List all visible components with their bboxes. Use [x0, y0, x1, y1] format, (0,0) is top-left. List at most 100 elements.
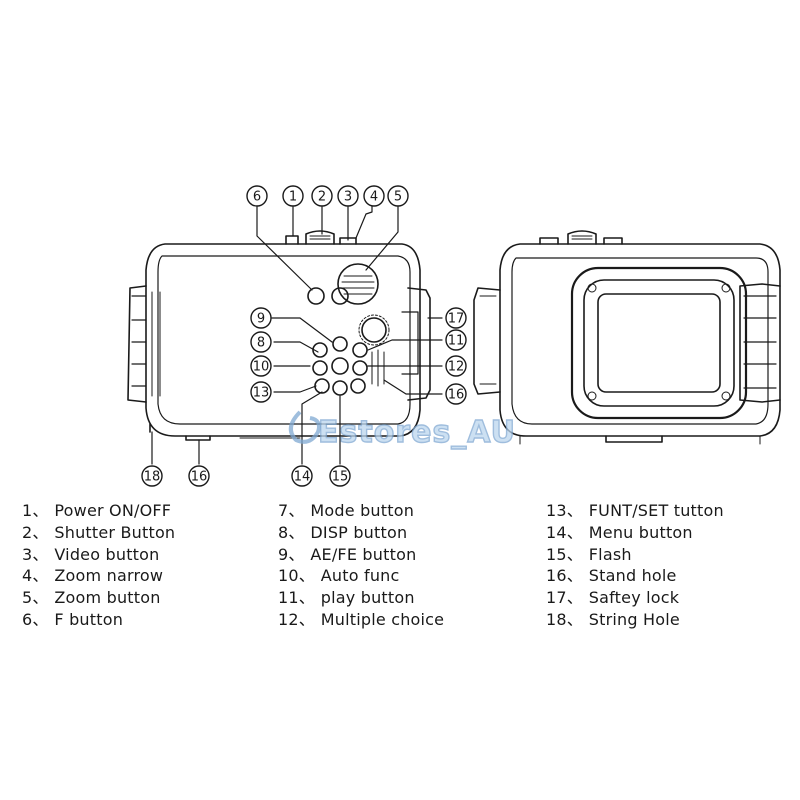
callout-circle	[291, 465, 313, 487]
callout-number: 5	[394, 190, 402, 205]
legend-number: 2	[22, 522, 33, 542]
legend-separator: 、	[32, 501, 49, 520]
legend-label: Auto func	[320, 566, 400, 586]
legend-separator: 、	[32, 522, 49, 542]
callout-circle	[282, 185, 304, 207]
legend-separator: 、	[566, 544, 583, 564]
watermark-swirl-icon	[288, 410, 321, 444]
legend-number: 12	[278, 609, 299, 629]
legend-number: 8	[278, 522, 289, 542]
callout-12: 12	[445, 355, 467, 377]
legend-number: 14	[546, 522, 567, 542]
callout-number: 18	[144, 470, 161, 485]
legend-number: 16	[546, 566, 567, 586]
callout-number: 11	[448, 334, 465, 349]
callout-circle	[337, 185, 359, 207]
housing-back-view	[127, 230, 431, 441]
callout-circle	[250, 355, 272, 377]
legend-separator: 、	[32, 544, 49, 564]
legend-separator: 、	[566, 566, 583, 586]
legend-item-6: 6、F button	[22, 609, 175, 631]
callout-circle	[329, 465, 351, 487]
callout-number: 16	[191, 470, 208, 485]
callout-number: 2	[318, 190, 326, 205]
callout-17: 17	[445, 307, 467, 329]
callout-number: 12	[448, 360, 465, 375]
legend-separator: 、	[288, 522, 305, 542]
legend-separator: 、	[288, 544, 305, 564]
legend-number: 11	[278, 588, 299, 608]
legend-number: 10	[278, 566, 299, 586]
legend-separator: 、	[288, 501, 305, 520]
legend-number: 4	[22, 566, 33, 586]
callout-number: 15	[332, 470, 349, 485]
legend-item-4: 4、Zoom narrow	[22, 565, 175, 587]
callout-number: 8	[257, 336, 265, 351]
legend-label: Video button	[54, 544, 160, 564]
callout-11: 11	[445, 329, 467, 351]
callout-circle	[445, 383, 467, 405]
callout-number: 3	[344, 190, 352, 205]
legend-label: Power ON/OFF	[54, 501, 172, 520]
callout-number: 4	[370, 190, 378, 205]
legend-separator: 、	[32, 609, 49, 629]
callout-9: 9	[250, 307, 272, 329]
legend-item-14: 14、Menu button	[546, 522, 724, 544]
legend-label: Flash	[588, 544, 632, 564]
callout-number: 6	[253, 190, 261, 205]
callout-circle	[246, 185, 268, 207]
legend-label: Multiple choice	[320, 609, 445, 629]
legend-item-9: 9、AE/FE button	[278, 544, 444, 566]
legend-item-18: 18、String Hole	[546, 609, 724, 631]
legend-item-2: 2、Shutter Button	[22, 522, 175, 544]
legend-item-17: 17、Saftey lock	[546, 587, 724, 609]
legend-item-16: 16、Stand hole	[546, 565, 724, 587]
callout-circle	[188, 465, 210, 487]
legend-number: 1	[22, 501, 33, 520]
callout-number: 10	[253, 360, 270, 375]
callout-1: 1	[282, 185, 304, 207]
legend-separator: 、	[298, 609, 315, 629]
callout-15: 15	[329, 465, 351, 487]
callout-16: 16	[445, 383, 467, 405]
callout-8: 8	[250, 331, 272, 353]
legend-number: 9	[278, 544, 289, 564]
callout-circle	[311, 185, 333, 207]
legend-number: 18	[546, 609, 567, 629]
housing-front-view	[473, 230, 781, 445]
legend-item-5: 5、Zoom button	[22, 587, 175, 609]
legend-label: Mode button	[310, 501, 415, 520]
callout-2: 2	[311, 185, 333, 207]
legend-item-10: 10、Auto func	[278, 565, 444, 587]
legend-number: 5	[22, 588, 33, 608]
callout-number: 16	[448, 388, 465, 403]
legend-label: F button	[54, 609, 124, 629]
callout-circle	[387, 185, 409, 207]
legend-separator: 、	[32, 566, 49, 586]
legend-number: 6	[22, 609, 33, 629]
legend-label: Menu button	[588, 522, 693, 542]
callout-circle	[445, 355, 467, 377]
callout-16: 16	[188, 465, 210, 487]
callout-number: 9	[257, 312, 265, 327]
legend-number: 7	[278, 501, 289, 520]
legend-label: DISP button	[310, 522, 408, 542]
callout-4: 4	[363, 185, 385, 207]
legend-label: String Hole	[588, 609, 680, 629]
callout-13: 13	[250, 381, 272, 403]
legend-item-1: 1、 Power ON/OFF	[22, 500, 175, 522]
callout-number: 14	[294, 470, 311, 485]
legend-separator: 、	[566, 609, 583, 629]
legend-label: Zoom narrow	[54, 566, 164, 586]
legend-number: 17	[546, 588, 567, 608]
legend-separator: 、	[566, 501, 583, 520]
callout-circle	[363, 185, 385, 207]
legend-number: 3	[22, 544, 33, 564]
callout-6: 6	[246, 185, 268, 207]
callout-14: 14	[291, 465, 313, 487]
